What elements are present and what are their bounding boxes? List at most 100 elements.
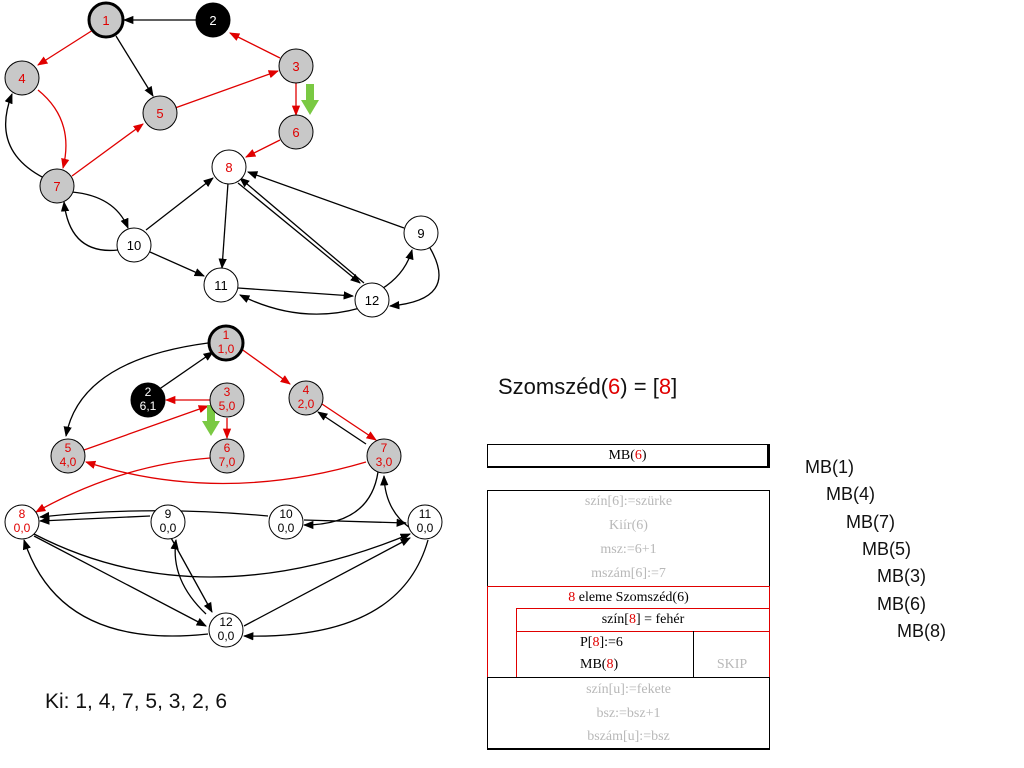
bottom-edge-12-8 — [22, 539, 209, 637]
post-line-3: bszám[u]:=bsz — [587, 729, 670, 744]
node-times: 6,1 — [140, 399, 157, 413]
top-edge-8-11 — [218, 182, 229, 270]
bottom-edge-11-12 — [242, 539, 429, 641]
node-label: 9 — [417, 226, 424, 241]
then-branch — [516, 631, 694, 677]
top-edge-7-10 — [71, 191, 129, 229]
bottom-green-arrow — [202, 405, 220, 436]
header-prefix: MB( — [608, 448, 635, 463]
node-times: 5,0 — [219, 399, 236, 413]
header-suffix: ) — [641, 448, 647, 463]
node-label: 1 — [102, 13, 109, 28]
top-node-3: 3 — [278, 48, 314, 84]
top-edge-3-2 — [229, 32, 281, 59]
node-label: 10 — [127, 238, 141, 253]
node-times: 0,0 — [218, 629, 235, 643]
node-times: 7,0 — [219, 455, 236, 469]
then-line-1: P[8]:=6 — [580, 635, 623, 650]
node-times: 0,0 — [160, 521, 177, 535]
top-graph-nodes: 1 2 3 4 5 6 7 8 9 10 11 12 — [4, 1, 439, 318]
bottom-graph-nodes: 11,0 26,1 35,0 42,0 54,0 67,0 73,0 80,0 … — [4, 324, 443, 648]
node-label: 4 — [18, 71, 25, 86]
output-line: Ki: 1, 4, 7, 5, 3, 2, 6 — [45, 690, 228, 713]
top-edge-6-8 — [245, 139, 281, 158]
top-edge-7-5 — [71, 123, 144, 177]
bottom-edge-12-11 — [243, 537, 411, 627]
post-line-1: szín[u]:=fekete — [586, 682, 671, 697]
top-node-8: 8 — [211, 149, 247, 185]
node-times: 3,0 — [376, 455, 393, 469]
header-arg: 6 — [634, 448, 642, 463]
bottom-node-3: 35,0 — [209, 382, 245, 418]
node-label: 4 — [303, 383, 310, 397]
neighbors-suffix: ] — [671, 374, 678, 399]
node-label: 9 — [165, 507, 172, 521]
top-node-6: 6 — [278, 114, 314, 150]
node-label: 7 — [381, 441, 388, 455]
top-edge-12-8 — [239, 177, 365, 284]
node-label: 11 — [214, 278, 228, 293]
neighbors-formula: Szomszéd(6) = [8] — [498, 374, 677, 400]
then-line-2: MB(8) — [580, 657, 619, 672]
neighbors-mid: ) = [ — [620, 374, 659, 399]
node-times: 2,0 — [298, 397, 315, 411]
bottom-node-1: 11,0 — [207, 324, 245, 362]
top-edge-9-12 — [388, 247, 440, 310]
node-label: 5 — [65, 441, 72, 455]
node-times: 0,0 — [417, 521, 434, 535]
bottom-node-2: 26,1 — [130, 382, 166, 418]
bottom-edge-1-5 — [63, 342, 209, 438]
top-node-5: 5 — [142, 95, 178, 131]
node-label: 12 — [365, 293, 379, 308]
top-node-10: 10 — [116, 227, 152, 263]
node-label: 6 — [224, 441, 231, 455]
bottom-graph-edges — [22, 342, 429, 641]
bottom-node-10: 100,0 — [268, 504, 304, 540]
top-node-2: 2 — [195, 2, 231, 38]
bottom-node-9: 90,0 — [150, 504, 186, 540]
node-label: 2 — [145, 385, 152, 399]
node-times: 0,0 — [14, 521, 31, 535]
bottom-edge-6-8 — [35, 457, 211, 513]
bottom-edge-11-7 — [380, 474, 411, 529]
top-edge-5-3 — [174, 70, 279, 109]
top-node-11: 11 — [203, 267, 239, 303]
node-label: 3 — [292, 59, 299, 74]
node-times: 0,0 — [278, 521, 295, 535]
neighbors-prefix: Szomszéd( — [498, 374, 609, 399]
top-edge-9-8 — [247, 171, 405, 229]
bottom-edge-10-8 — [38, 510, 269, 521]
node-times: 1,0 — [218, 342, 235, 356]
post-line-2: bsz:=bsz+1 — [596, 706, 661, 721]
bottom-edge-9-8 — [38, 515, 151, 525]
bottom-edge-2-1 — [157, 351, 214, 391]
neighbors-list: 8 — [658, 374, 672, 399]
node-label: 7 — [53, 179, 60, 194]
top-edge-12-11 — [239, 294, 361, 315]
top-green-arrow — [301, 84, 319, 115]
pre-line-2: Kiír(6) — [609, 518, 648, 533]
bottom-edge-12-9 — [170, 538, 207, 615]
bottom-edge-7-4 — [317, 411, 367, 445]
node-label: 11 — [419, 507, 432, 521]
loop-var: 8 — [568, 590, 576, 605]
bottom-edge-8-12 — [33, 535, 207, 627]
condition-text: szín[8] = fehér — [601, 612, 685, 627]
node-times: 4,0 — [60, 455, 77, 469]
bottom-edge-7-10 — [302, 471, 379, 530]
node-label: 1 — [223, 328, 230, 342]
top-graph-edges — [4, 15, 440, 315]
pre-line-4: mszám[6]:=7 — [591, 566, 666, 581]
top-node-4: 4 — [4, 60, 40, 96]
top-edge-8-12 — [237, 182, 361, 284]
bottom-edge-7-5 — [85, 460, 367, 485]
pre-line-1: szín[6]:=szürke — [584, 494, 673, 509]
node-label: 2 — [209, 13, 216, 28]
top-edge-10-7 — [60, 200, 119, 252]
bottom-node-6: 67,0 — [209, 438, 245, 474]
top-node-12: 12 — [354, 282, 390, 318]
bottom-edge-10-11 — [303, 518, 408, 527]
node-label: 10 — [279, 507, 293, 521]
bottom-node-4: 42,0 — [288, 380, 324, 416]
top-edge-7-4 — [4, 93, 45, 179]
